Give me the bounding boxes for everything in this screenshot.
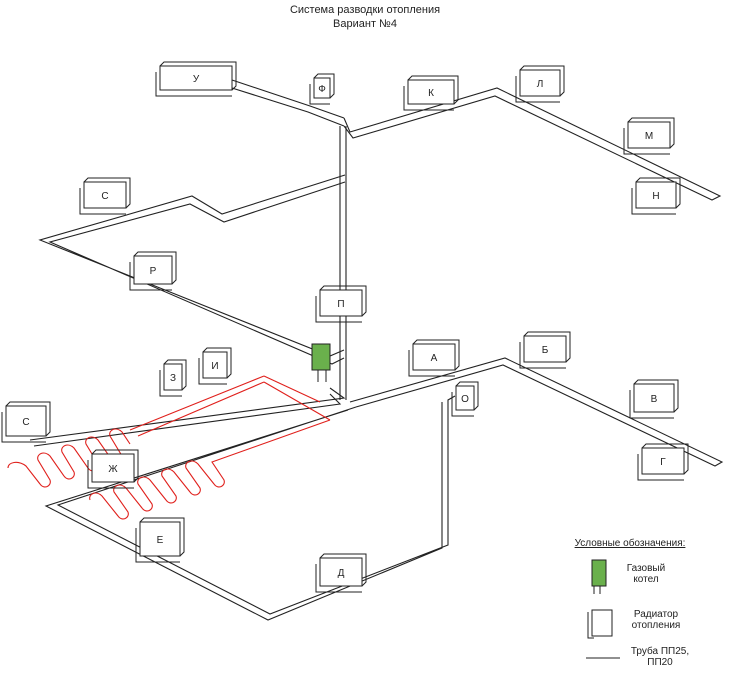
radiator-label: С [22,417,29,428]
diagram-subtitle: Вариант №4 [333,18,397,30]
radiator-label: Н [652,191,659,202]
floor-heating-feed [129,375,331,437]
radiator-label: Р [150,266,157,277]
radiator-label: З [170,373,176,384]
pipe-segment [349,357,724,467]
legend-heading: Условные обозначения: [574,538,686,549]
radiator-16: С [1,401,51,443]
legend-boiler-label: Газовый котел [626,563,666,585]
radiator-label: С [101,191,108,202]
radiator-label: О [461,394,469,405]
diagram-title: Система разводки отопления [289,4,441,16]
boiler-body [311,343,331,371]
radiator-9: П [315,285,367,323]
floor-heating-loop-right [89,419,331,520]
radiator-17: Ж [87,449,139,489]
radiator-label: А [431,353,438,364]
radiator-5: М [623,117,675,155]
radiators: У Ф К Л М Н С Р П А Б В Г З И С Ж О Е Д [1,61,689,593]
legend-pipe-label: Труба ПП25, ПП20 [630,646,690,668]
radiator-18: О [451,381,479,417]
radiator-15: И [198,347,232,385]
radiator-label: Ж [108,464,118,475]
radiator-12: В [629,379,679,419]
radiator-label: Г [660,457,666,468]
radiator-20: Д [315,553,367,593]
radiator-3: К [403,75,459,111]
legend-radiator-label: Радиатор отопления [631,609,681,631]
radiator-7: С [79,177,131,215]
radiator-label: П [337,299,344,310]
legend-boiler-icon [591,559,607,594]
radiator-8: Р [129,251,177,291]
radiator-19: Е [135,517,185,563]
radiator-13: Г [637,443,689,481]
gas-boiler [311,343,331,382]
radiator-label: Е [157,535,164,546]
radiator-1: У [155,61,237,97]
radiator-6: Н [631,177,681,215]
legend-radiator-icon [587,609,613,639]
floor-heating-loops [7,375,331,520]
radiator-label: Л [537,79,544,90]
pipe-segment [231,79,345,127]
radiator-label: Б [542,345,549,356]
radiator-10: А [408,339,460,377]
radiator-4: Л [515,65,565,103]
radiator-14: З [159,359,187,397]
radiator-label: У [193,74,200,85]
radiator-label: Ф [318,84,326,95]
pipe-segment [339,126,347,400]
pipe-segment [29,387,346,447]
radiator-label: К [428,88,434,99]
pipe-segment [38,174,346,365]
radiator-2: Ф [309,73,335,105]
pipe-segment [343,87,722,201]
radiator-label: И [211,361,218,372]
radiator-label: М [645,131,653,142]
radiator-11: Б [519,331,571,369]
legend-pipe-icon [586,657,620,659]
radiator-label: В [651,394,658,405]
radiator-label: Д [338,568,345,579]
